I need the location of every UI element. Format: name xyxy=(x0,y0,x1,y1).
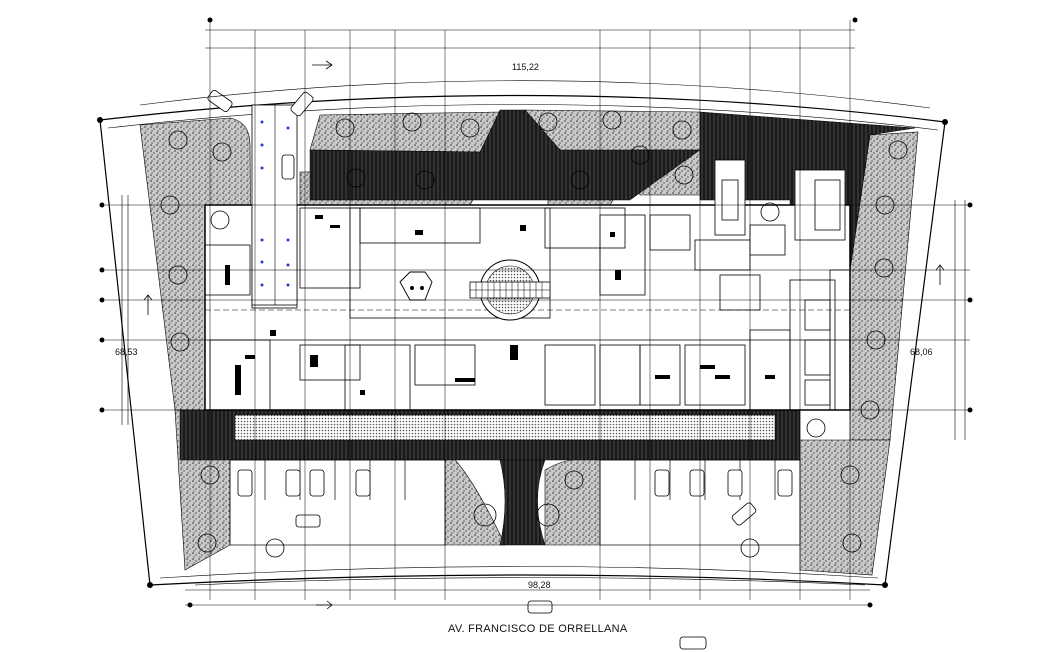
grid-lines xyxy=(105,20,970,600)
arrow-icon xyxy=(143,60,945,610)
hatched-plazas xyxy=(179,109,916,546)
dimension-left: 68,53 xyxy=(115,347,138,357)
dimension-lines xyxy=(121,29,966,606)
dimension-ticks xyxy=(97,17,973,608)
street-label: AV. FRANCISCO DE ORRELLANA xyxy=(448,623,628,635)
escalator-icon xyxy=(469,259,551,321)
dimension-bottom: 98,28 xyxy=(528,580,551,590)
kiosk-icon xyxy=(399,271,433,301)
car-icon xyxy=(207,89,793,650)
dimension-right: 68,06 xyxy=(910,347,933,357)
dimension-top-arc: 115,22 xyxy=(512,62,539,72)
